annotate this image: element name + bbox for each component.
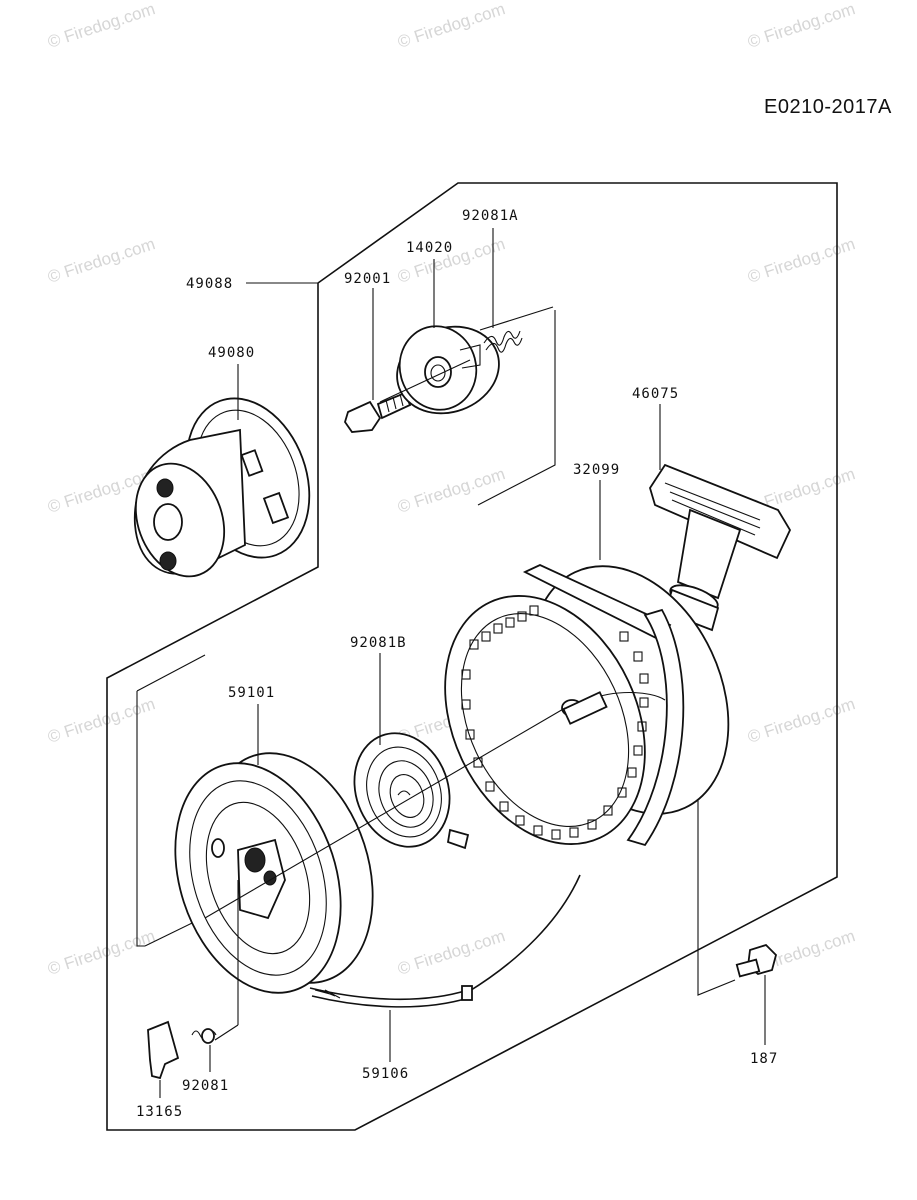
spring-92081A (483, 330, 523, 353)
label-92081B: 92081B (350, 635, 407, 651)
label-92001: 92001 (344, 271, 391, 287)
recoil-cap-49080 (134, 397, 311, 578)
bolt-92001 (344, 391, 412, 433)
diagram-code: E0210-2017A (764, 96, 892, 118)
watermark: © Firedog.com (745, 234, 857, 287)
reel-59101 (174, 752, 374, 994)
assembly-outline (106, 182, 838, 1131)
label-49088: 49088 (186, 276, 233, 292)
recoil-spring-92081B (353, 732, 470, 850)
watermark: © Firedog.com (45, 0, 157, 52)
leader-lines (159, 228, 766, 1098)
watermark: © Firedog.com (45, 926, 157, 979)
starter-rope-59106 (309, 874, 581, 1008)
watermark: © Firedog.com (395, 926, 507, 979)
watermark: © Firedog.com (745, 694, 857, 747)
label-46075: 46075 (632, 386, 679, 402)
watermark: © Firedog.com (395, 0, 507, 52)
label-49080: 49080 (208, 345, 255, 361)
label-92081A: 92081A (462, 208, 519, 224)
watermark: © Firedog.com (45, 694, 157, 747)
watermark: © Firedog.com (45, 234, 157, 287)
spring-92081 (191, 1028, 217, 1044)
part-labels: 49088 49080 92001 14020 92081A 46075 320… (136, 208, 778, 1120)
ratchet-pawl-13165 (147, 1020, 180, 1080)
watermark: © Firedog.com (745, 0, 857, 52)
label-59101: 59101 (228, 685, 275, 701)
label-13165: 13165 (136, 1104, 183, 1120)
label-32099: 32099 (573, 462, 620, 478)
housing-vent-pattern (461, 605, 649, 840)
label-59106: 59106 (362, 1066, 409, 1082)
watermark: © Firedog.com (395, 464, 507, 517)
label-92081: 92081 (182, 1078, 229, 1094)
assembly-axis-lines (204, 359, 566, 919)
bolt-187 (735, 943, 778, 978)
label-187: 187 (750, 1051, 778, 1067)
label-14020: 14020 (406, 240, 453, 256)
